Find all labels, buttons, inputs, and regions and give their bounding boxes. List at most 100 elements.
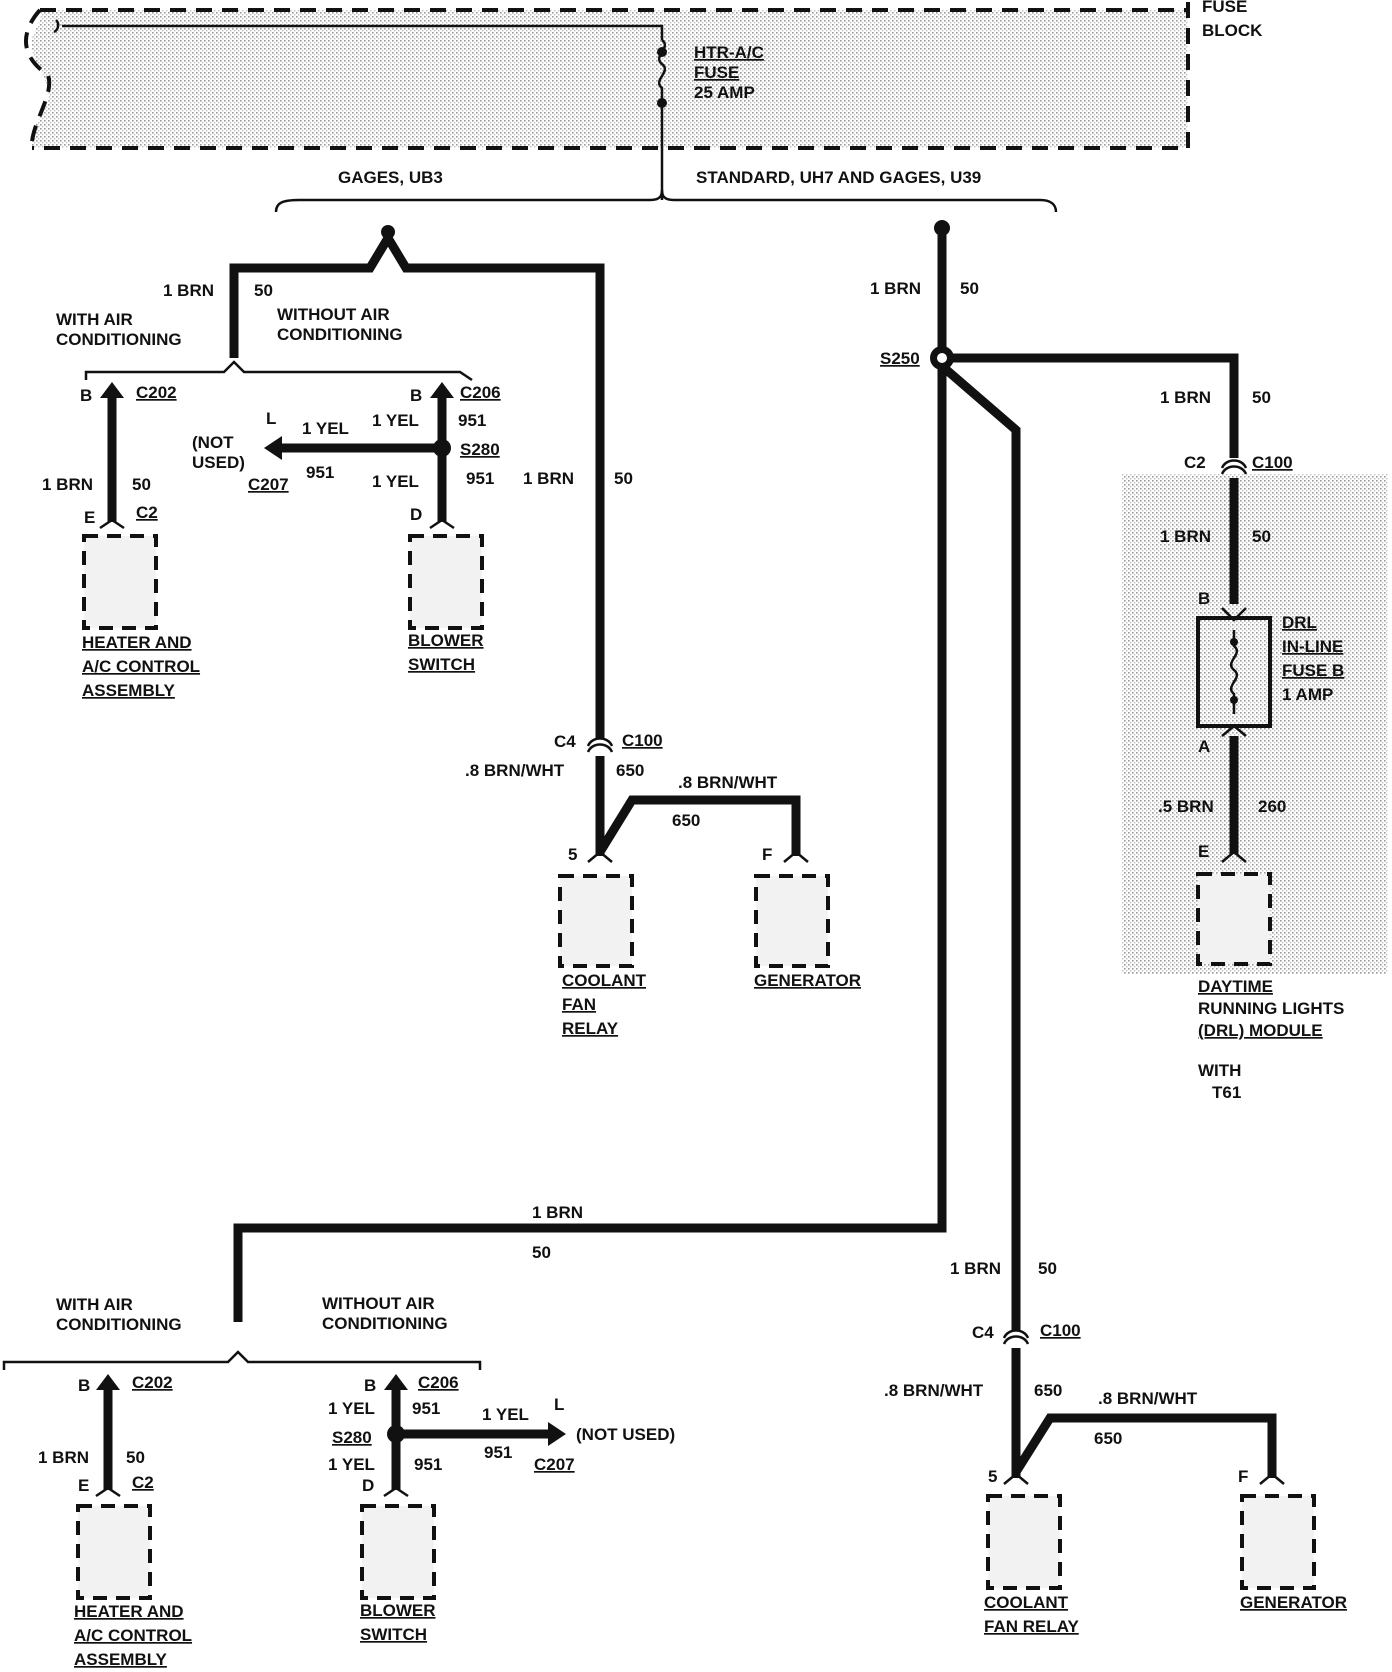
circuit-label: 50: [1038, 1259, 1057, 1278]
wire-label: 1 BRN: [38, 1448, 89, 1467]
wire-label: 1 BRN: [163, 281, 214, 300]
generator: [754, 874, 830, 968]
with-ac-label: WITH AIR: [56, 1295, 133, 1314]
connector-c2: C2: [136, 503, 158, 522]
pin-label: A: [1198, 737, 1210, 756]
pin-label: 5: [988, 1467, 997, 1486]
pin-label: F: [1238, 1467, 1248, 1486]
component-label: (DRL) MODULE: [1198, 1021, 1323, 1040]
coolant-fan-relay: [986, 1494, 1062, 1590]
fuse-label-2: FUSE: [694, 63, 739, 82]
pin-label: B: [364, 1376, 376, 1395]
wire-label: .8 BRN/WHT: [1098, 1389, 1198, 1408]
connector-c2: C2: [132, 1473, 154, 1492]
component-label: A/C CONTROL: [74, 1626, 192, 1645]
component-label: GENERATOR: [1240, 1593, 1347, 1612]
splice-s280: S280: [460, 440, 500, 459]
without-ac-label: WITHOUT AIR: [277, 305, 390, 324]
circuit-label: 951: [458, 411, 486, 430]
blower-switch: [360, 1504, 436, 1600]
not-used-label: (NOT USED): [576, 1425, 675, 1444]
component-label: ASSEMBLY: [74, 1650, 168, 1669]
wire-label: 1 BRN: [42, 475, 93, 494]
fuse-label-1: HTR-A/C: [694, 43, 764, 62]
blower-switch: [408, 534, 484, 630]
pin-label: B: [410, 386, 422, 405]
wire-label: 1 YEL: [302, 419, 349, 438]
circuit-label: 50: [1252, 527, 1271, 546]
circuit-label: 951: [412, 1399, 440, 1418]
option-label: T61: [1212, 1083, 1241, 1102]
component-label: COOLANT: [562, 971, 647, 990]
component-label: ASSEMBLY: [82, 681, 176, 700]
with-ac-label: CONDITIONING: [56, 1315, 182, 1334]
wire-label: 1 YEL: [328, 1399, 375, 1418]
pin-label: E: [1198, 842, 1209, 861]
connector-c100: C100: [1252, 453, 1293, 472]
connector-c206: C206: [460, 383, 501, 402]
drl-module: [1196, 872, 1272, 966]
wire-label: 1 BRN: [532, 1203, 583, 1222]
connector-label: C4: [554, 732, 576, 751]
circuit-label: 951: [306, 463, 334, 482]
wire-label: .8 BRN/WHT: [678, 773, 778, 792]
pin-label: B: [1198, 589, 1210, 608]
circuit-label: 50: [532, 1243, 551, 1262]
wire-label: .8 BRN/WHT: [884, 1381, 984, 1400]
wire-label: 1 BRN: [1160, 388, 1211, 407]
component-label: COOLANT: [984, 1593, 1069, 1612]
connector-c202: C202: [136, 383, 177, 402]
circuit-label: 50: [132, 475, 151, 494]
circuit-label: 260: [1258, 797, 1286, 816]
component-label: SWITCH: [408, 655, 475, 674]
fuse-block: FUSE BLOCK: [24, 0, 1263, 150]
pin-label: B: [80, 386, 92, 405]
fuse-block-label-1: FUSE: [1202, 0, 1247, 16]
fuse-label: 1 AMP: [1282, 685, 1333, 704]
component-label: RUNNING LIGHTS: [1198, 999, 1344, 1018]
component-label: BLOWER: [360, 1601, 436, 1620]
pin-label: L: [266, 409, 276, 428]
without-ac-label: CONDITIONING: [277, 325, 403, 344]
wire-label: 1 YEL: [372, 411, 419, 430]
drl-circuit: 1 BRN 50 S250 1 BRN 50 C2 C100 1 BRN 50 …: [233, 220, 1388, 1330]
connector-label: C2: [1184, 453, 1206, 472]
circuit-label: 50: [1252, 388, 1271, 407]
fuse-label: IN-LINE: [1282, 637, 1343, 656]
connector-c207: C207: [248, 475, 289, 494]
wire-label: .8 BRN/WHT: [465, 761, 565, 780]
connector-c100: C100: [1040, 1321, 1081, 1340]
component-label: SWITCH: [360, 1625, 427, 1644]
bottom-left-circuit: 1 BRN 50 WITH AIR CONDITIONING WITHOUT A…: [2, 1203, 675, 1669]
pin-label: F: [762, 845, 772, 864]
connector-label: C4: [972, 1323, 994, 1342]
fuse-label: FUSE B: [1282, 661, 1344, 680]
with-ac-label: WITH AIR: [56, 310, 133, 329]
fuse-block-label-2: BLOCK: [1202, 21, 1263, 40]
not-used-label: USED): [192, 453, 245, 472]
option-label: WITH: [1198, 1061, 1241, 1080]
connector-c207: C207: [534, 1455, 575, 1474]
pin-label: 5: [568, 845, 577, 864]
pin-label: L: [554, 1395, 564, 1414]
with-ac-label: CONDITIONING: [56, 330, 182, 349]
circuit-label: 951: [466, 469, 494, 488]
circuit-label: 650: [616, 761, 644, 780]
pin-label: E: [84, 508, 95, 527]
circuit-label: 650: [672, 811, 700, 830]
circuit-label: 50: [126, 1448, 145, 1467]
circuit-label: 650: [1094, 1429, 1122, 1448]
connector-c206: C206: [418, 1373, 459, 1392]
component-label: BLOWER: [408, 631, 484, 650]
component-label: GENERATOR: [754, 971, 861, 990]
component-label: FAN: [562, 995, 596, 1014]
circuit-label: 951: [484, 1443, 512, 1462]
connector-c202: C202: [132, 1373, 173, 1392]
branch-label-right: STANDARD, UH7 AND GAGES, U39: [696, 168, 981, 187]
circuit-label: 951: [414, 1455, 442, 1474]
pin-label: D: [362, 1476, 374, 1495]
wire-label: .5 BRN: [1158, 797, 1214, 816]
hvac-control-assembly: [82, 534, 158, 630]
wire-label: 1 BRN: [523, 469, 574, 488]
